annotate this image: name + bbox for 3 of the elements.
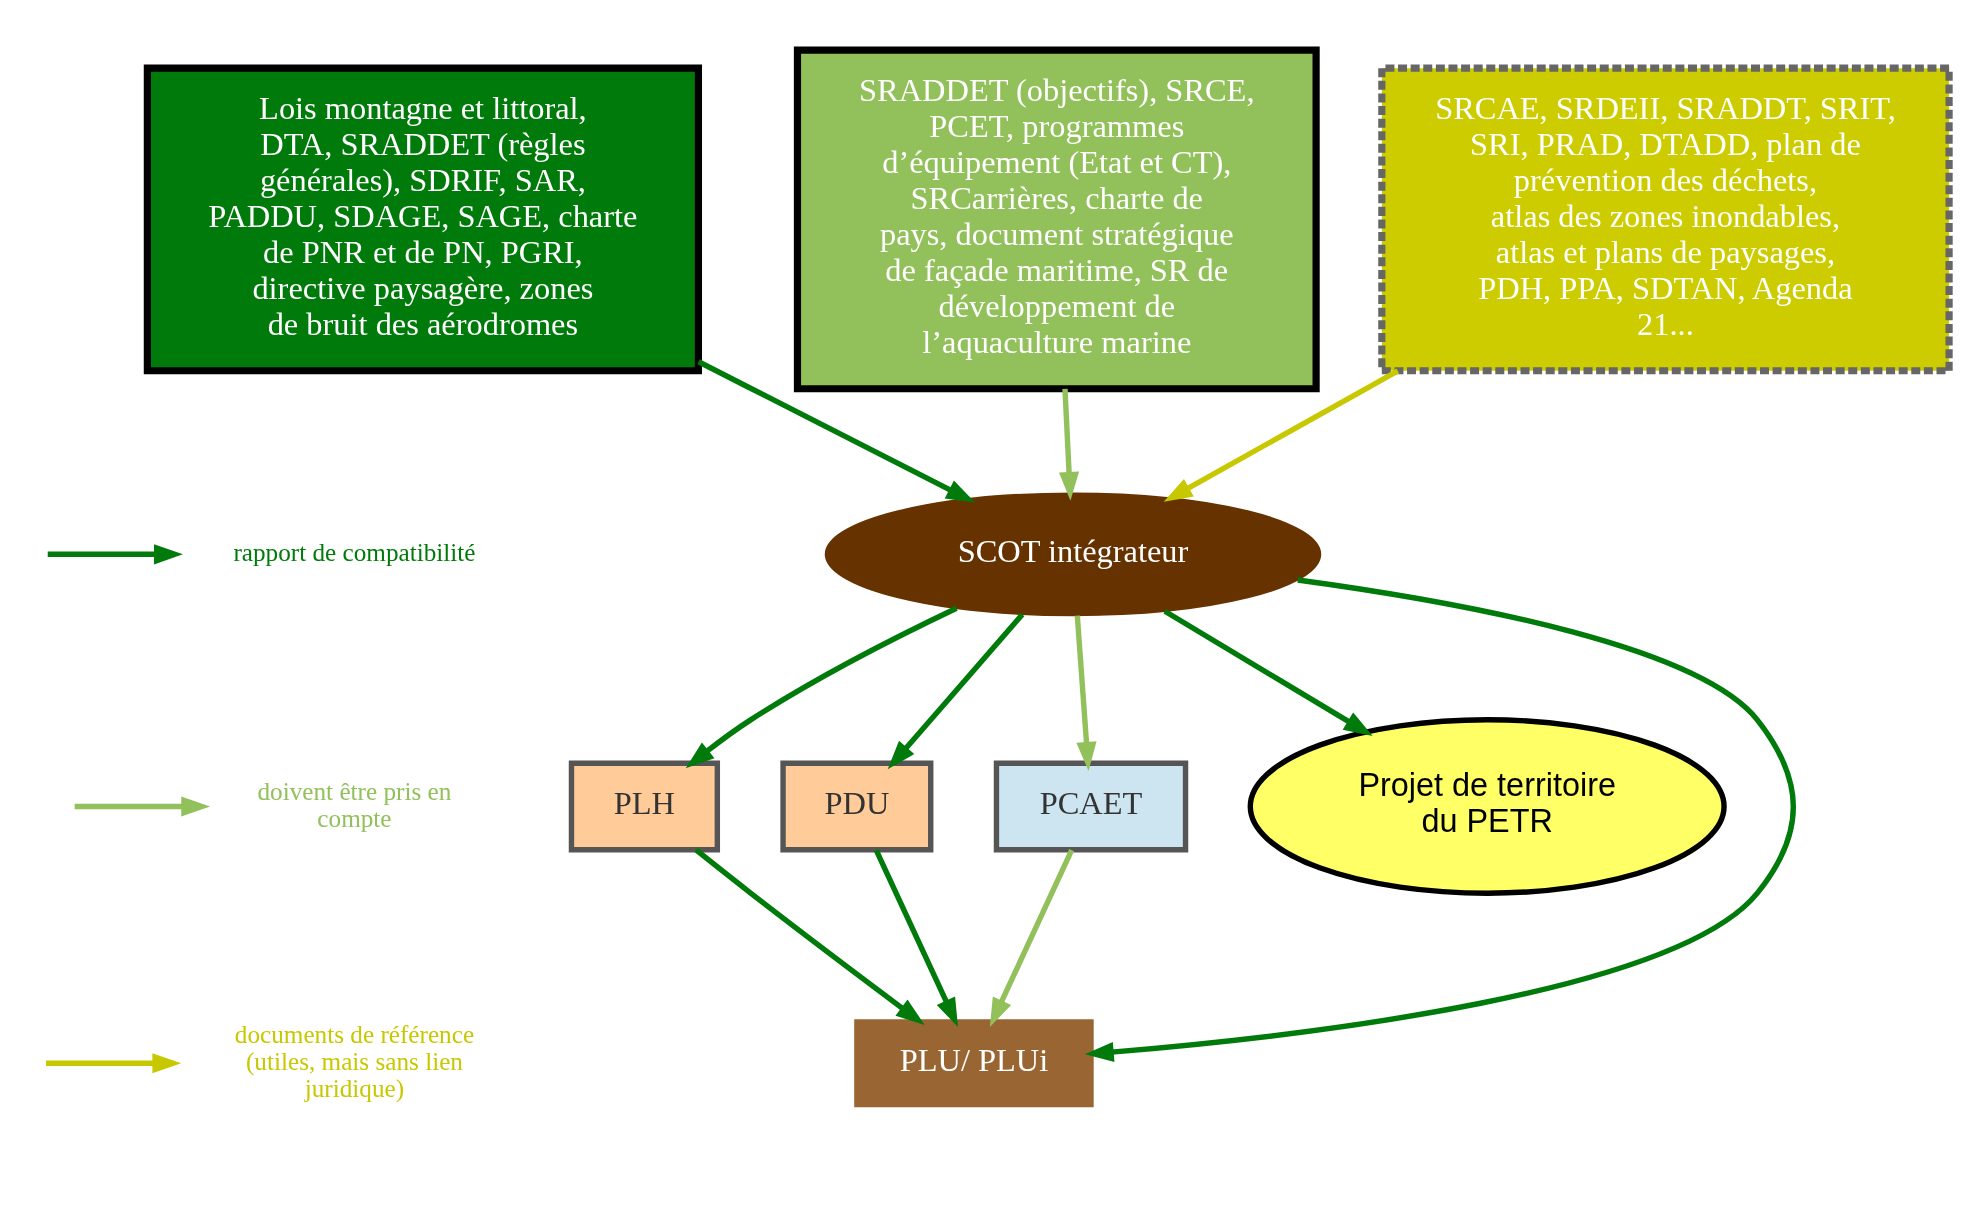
legend-label: rapport de compatibilité bbox=[233, 538, 476, 566]
legend-label: documents de référence (utiles, mais sans lien juridique) bbox=[234, 1020, 475, 1102]
legend-label: doivent être pris en compte bbox=[257, 777, 452, 832]
